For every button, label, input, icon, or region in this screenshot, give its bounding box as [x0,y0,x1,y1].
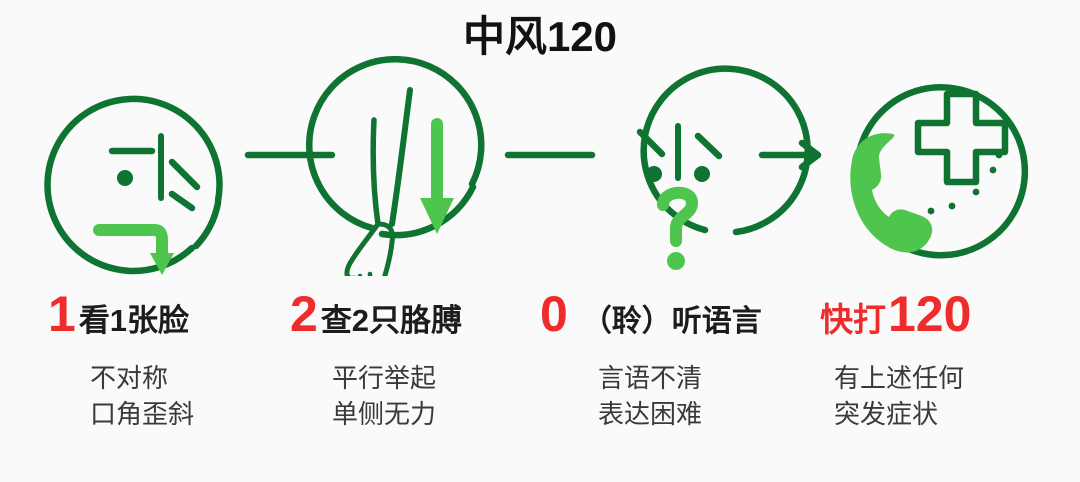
call-circle-outline [853,84,1029,259]
cheek-slash-upper [168,158,201,191]
down-arrow-head [420,198,454,234]
column-speech-number: 0 [540,286,568,342]
column-face-number: 1 [48,286,76,342]
confused-speech-face-icon [636,65,811,270]
finger-2 [367,271,373,276]
speech-circle-outline [640,65,811,236]
eye-right-dot [694,166,710,182]
column-speech-sub-1: 言语不清 [598,363,703,393]
connector-arrow-3 [758,139,822,171]
column-face-title: 看1张脸 [78,303,190,338]
speck-4 [948,202,956,210]
column-face: 1 看1张脸 不对称 口角歪斜 [48,288,318,432]
eyebrow-left [636,128,666,158]
hand-shape [344,221,395,276]
column-arm-headline: 2 查2只胳膊 [290,288,560,346]
column-speech-sub-2: 表达困难 [598,399,703,429]
question-mark-curve [657,186,698,247]
column-call-number: 120 [888,286,972,342]
eye-left-dot [117,170,133,186]
column-call-headline: 快打 120 [820,288,1080,346]
column-face-sub-1: 不对称 [90,363,169,393]
eye-left-dot [646,166,662,182]
column-arm-sub-1: 平行举起 [332,363,437,393]
column-arm-number: 2 [290,286,318,342]
arm-outer-edge [389,87,413,227]
eyebrow-right [694,132,723,160]
arm-inner-edge [370,117,381,227]
arm-circle-outline [306,56,485,232]
column-speech: 0 （聆）听语言 言语不清 表达困难 [540,288,810,432]
column-call: 快打 120 有上述任何 突发症状 [820,288,1080,432]
face-circle-outline [44,95,223,275]
question-mark-dot [667,252,685,270]
page-title: 中风120 [462,13,618,60]
mouth-droop-arrow-shaft [93,224,168,266]
column-arm: 2 查2只胳膊 平行举起 单侧无力 [290,288,560,432]
icon-strip [0,56,1080,276]
drooping-face-icon [44,95,223,275]
column-face-sub-2: 口角歪斜 [90,399,195,429]
emergency-call-icon [850,84,1029,259]
column-face-headline: 1 看1张脸 [48,288,318,346]
speck-5 [927,207,935,215]
column-call-title: 快打 [820,301,886,338]
column-arm-sub-2: 单侧无力 [332,399,437,429]
phone-handset-icon [850,133,933,253]
drooping-arm-icon [306,56,485,276]
column-call-sub-2: 突发症状 [834,399,939,429]
column-speech-headline: 0 （聆）听语言 [540,288,810,346]
column-call-sub-1: 有上述任何 [834,363,965,393]
speck-1 [995,151,1003,159]
column-speech-title: （聆）听语言 [581,305,762,338]
speck-3 [972,188,980,196]
speck-2 [989,166,997,174]
columns-row: 1 看1张脸 不对称 口角歪斜 2 查2只胳膊 平行举起 单侧无力 0 （聆）听… [0,288,1080,482]
column-arm-title: 查2只胳膊 [320,303,463,338]
medical-cross-icon [914,90,1009,186]
connector-arrow-head [798,139,822,171]
face-circle-arc-2 [192,199,222,250]
mouth-droop-arrow-head [150,253,174,275]
cheek-slash-lower [168,190,196,212]
